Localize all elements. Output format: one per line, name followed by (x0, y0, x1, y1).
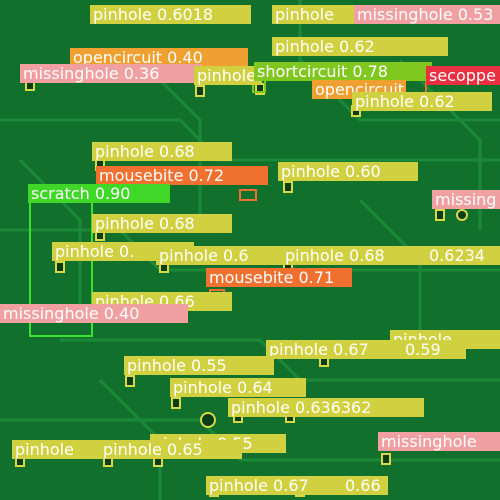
detection-label: 0.6234 (426, 246, 500, 265)
mousebite-box (239, 189, 257, 201)
detection-label: pinhole 0.67 (266, 340, 408, 359)
detection-label: pinhole 0.68 (282, 246, 428, 265)
detection-label: shortcircuit 0.78 (254, 62, 432, 81)
detection-label: pinhole 0.68 (92, 142, 232, 161)
detection-label: missinghole 0.36 (20, 64, 202, 83)
detection-label: 0.66 (342, 476, 388, 495)
detection-label: opencircuit 0.40 (70, 48, 248, 67)
detection-label: pinhole 0.65 (100, 440, 242, 459)
detection-label: pinhole 0.67 (206, 476, 348, 495)
detection-label: pinhole (194, 66, 262, 85)
detection-label: mousebite 0.72 (96, 166, 268, 185)
detection-label: pinhole (272, 5, 360, 24)
detection-label: missing (432, 190, 500, 209)
detection-label: pinhole 0.6 (156, 246, 290, 265)
detection-label: mousebite 0.71 (206, 268, 352, 287)
detection-label: scratch 0.90 (28, 184, 170, 203)
detection-label: missinghole 0.40 (0, 304, 188, 323)
detection-label: missinghole (378, 432, 500, 451)
detection-label: pinhole 0.55 (124, 356, 274, 375)
detection-label: pinhole 0.62 (272, 37, 448, 56)
detection-label: missinghole 0.53 (354, 5, 500, 24)
detection-label: pinhole 0.60 (278, 162, 418, 181)
detection-label: pinhole 0.636362 (228, 398, 424, 417)
detection-label: pinhole 0.6018 (90, 5, 251, 24)
detection-label: 0.59 (402, 340, 466, 359)
detection-label: secoppe (426, 66, 500, 85)
detection-label: pinhole 0.68 (92, 214, 232, 233)
detection-label: pinhole 0.62 (352, 92, 492, 111)
detection-label: pinhole 0.64 (170, 378, 306, 397)
detection-label: pinhole (12, 440, 112, 459)
